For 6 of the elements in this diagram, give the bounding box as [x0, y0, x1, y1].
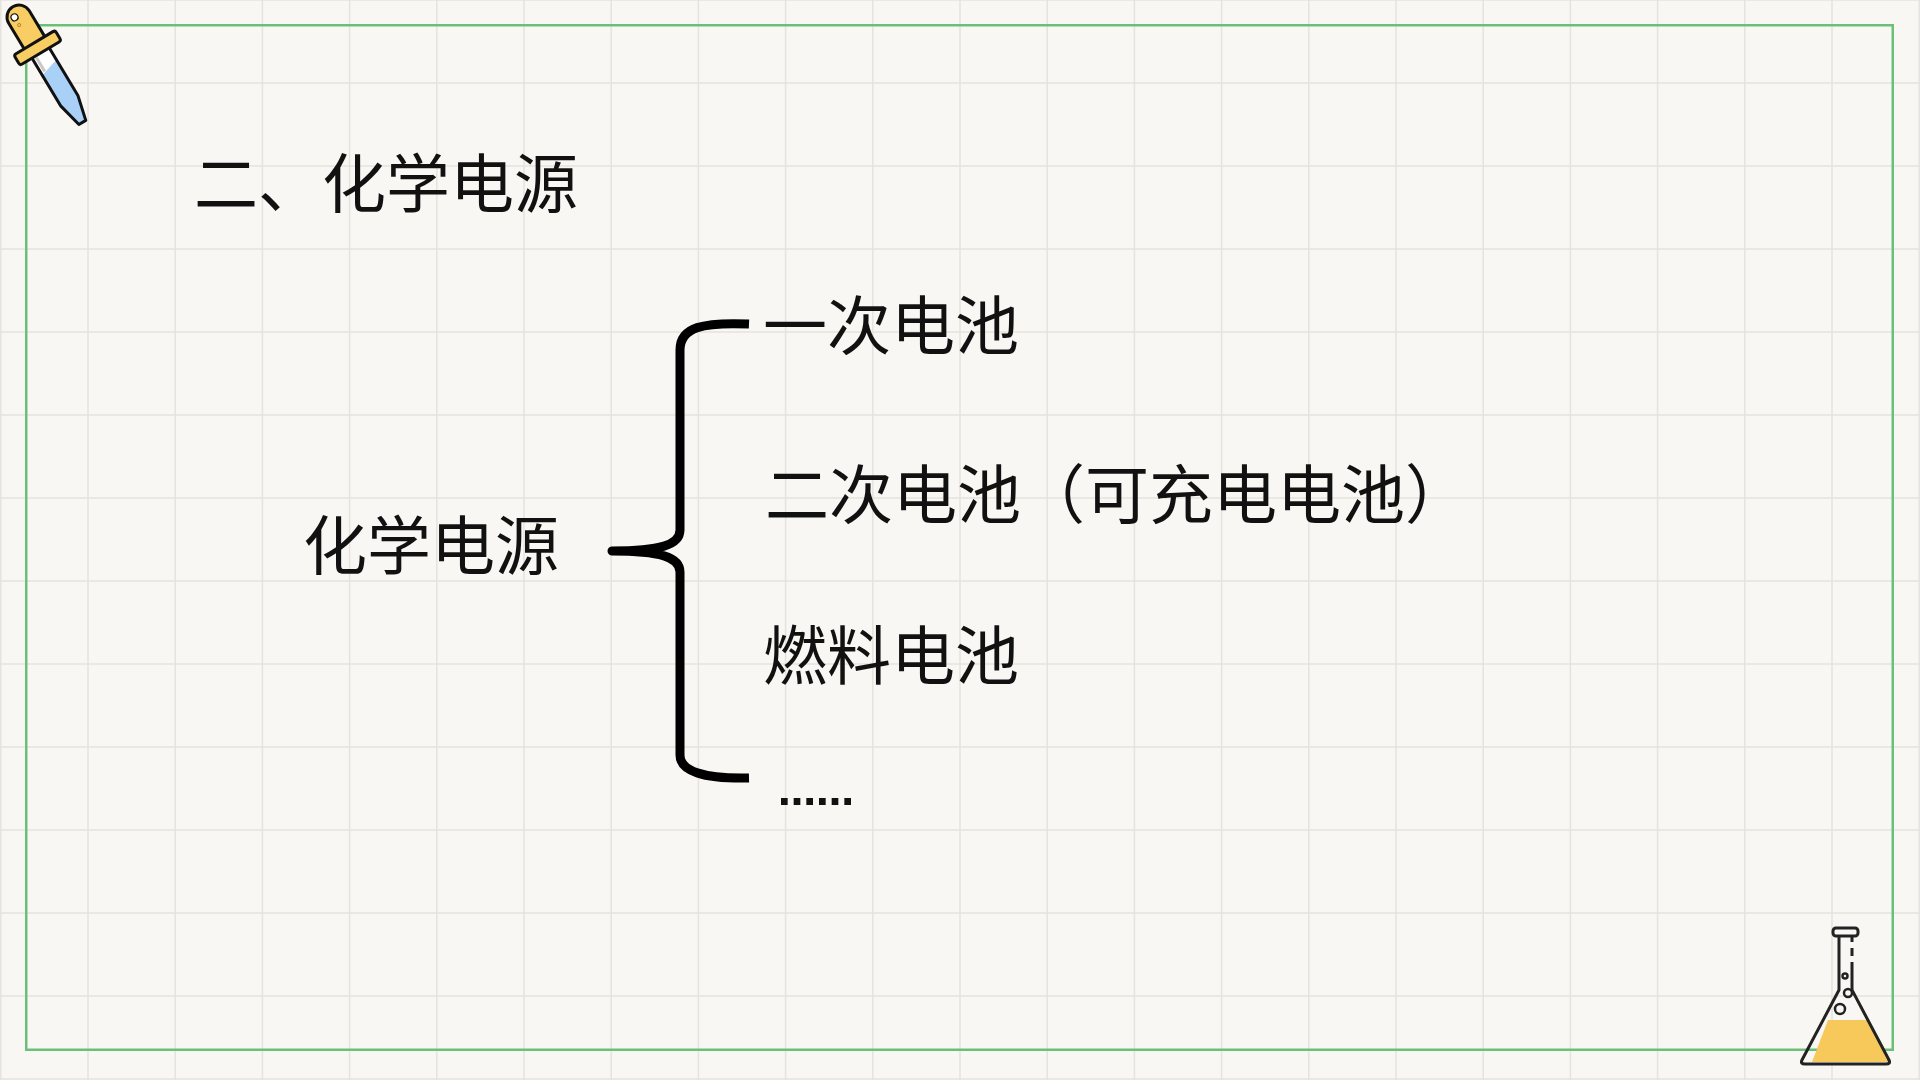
ellipsis-text: ……: [778, 773, 854, 811]
slide-title: 二、化学电源: [194, 153, 578, 217]
item-label: 二次电池（可充电电池）: [765, 464, 1469, 528]
item-label: 一次电池: [763, 295, 1019, 359]
category-label: 化学电源: [303, 515, 559, 579]
item-label: 燃料电池: [763, 625, 1019, 689]
